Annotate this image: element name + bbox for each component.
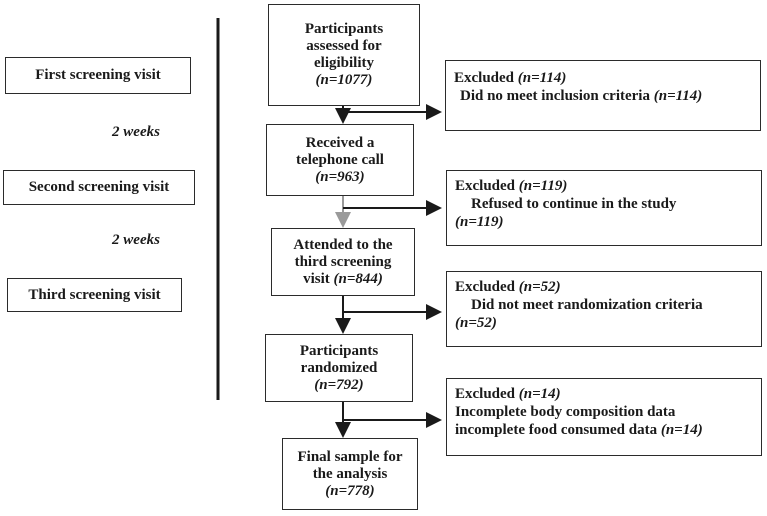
step-third-visit: Attended to the third screening visit (n…: [271, 228, 415, 296]
step-text: visit: [303, 270, 334, 287]
exclusion-box-1: Excluded (n=114) Did no meet inclusion c…: [445, 60, 761, 131]
step-text: Participants: [304, 21, 384, 37]
exclusion-box-3: Excluded (n=52) Did not meet randomizati…: [446, 271, 762, 347]
step-text: Received a: [305, 134, 375, 151]
exclusion-box-2: Excluded (n=119) Refused to continue in …: [446, 170, 762, 246]
step-text: Participants: [299, 342, 379, 359]
step-text: randomized: [300, 359, 378, 376]
timeline-third-visit: Third screening visit: [7, 278, 182, 312]
step-text: telephone call: [296, 151, 384, 168]
timeline-gap-1: 2 weeks: [112, 124, 160, 140]
step-text: the analysis: [312, 465, 388, 482]
step-count: (n=844): [333, 270, 383, 287]
step-text: eligibility: [314, 55, 374, 71]
step-text: Attended to the: [293, 236, 393, 253]
step-text: third screening: [294, 253, 392, 270]
timeline-gap-2: 2 weeks: [112, 232, 160, 248]
timeline-second-visit: Second screening visit: [3, 170, 195, 205]
step-text: assessed for: [306, 38, 382, 54]
step-text: Final sample for: [297, 448, 403, 465]
step-count: (n=792): [314, 376, 364, 393]
step-telephone: Received a telephone call (n=963): [266, 124, 414, 196]
exclusion-box-4: Excluded (n=14) Incomplete body composit…: [446, 378, 762, 456]
step-assessed: Participants assessed for eligibility (n…: [268, 4, 420, 106]
step-count: (n=778): [325, 482, 375, 499]
timeline-first-visit: First screening visit: [5, 57, 191, 94]
step-randomized: Participants randomized (n=792): [265, 334, 413, 402]
step-count: (n=1077): [315, 72, 373, 88]
step-final-sample: Final sample for the analysis (n=778): [282, 438, 418, 510]
step-count: (n=963): [315, 168, 365, 185]
